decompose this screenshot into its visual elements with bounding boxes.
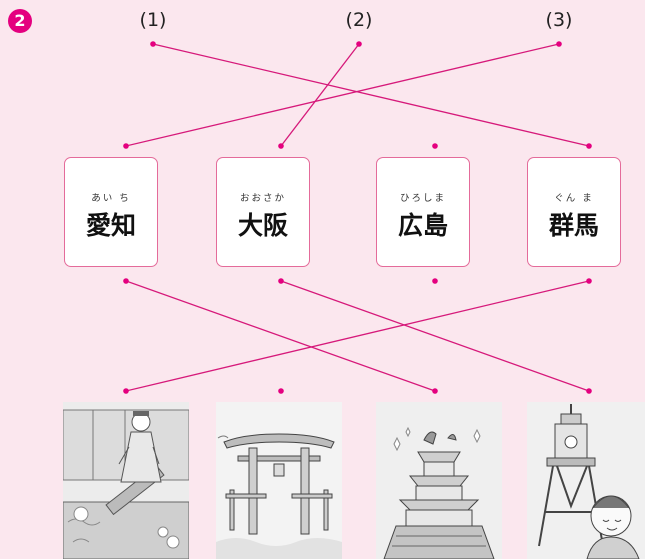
itsukushima-torii-icon <box>216 402 342 559</box>
dot-card-top-hiroshima <box>432 143 438 149</box>
furigana: ぐん ま <box>554 193 594 204</box>
line-gunma-to-paper <box>125 280 590 392</box>
line-2-to-osaka <box>280 43 360 147</box>
line-aichi-to-castle <box>125 280 436 392</box>
item-number-2: (2) <box>345 9 373 31</box>
dot-card-bottom-osaka <box>278 278 284 284</box>
prefecture-name: 愛知 <box>85 211 136 240</box>
prefecture-card-hiroshima[interactable]: ひろしま 広島 <box>376 157 470 267</box>
dot-pic-1 <box>123 388 129 394</box>
dot-top-2 <box>356 41 362 47</box>
dot-top-3 <box>556 41 562 47</box>
dot-card-bottom-hiroshima <box>432 278 438 284</box>
dot-card-top-aichi <box>123 143 129 149</box>
prefecture-card-aichi[interactable]: あい ち 愛知 <box>64 157 158 267</box>
line-1-to-gunma <box>152 43 590 147</box>
picture-itsukushima-torii[interactable] <box>216 402 342 559</box>
picture-osaka-castle[interactable] <box>376 402 502 559</box>
line-osaka-to-tower <box>280 280 590 392</box>
osaka-castle-icon <box>376 402 502 559</box>
dot-card-bottom-aichi <box>123 278 129 284</box>
question-number-badge: 2 <box>8 9 32 33</box>
dot-top-1 <box>150 41 156 47</box>
prefecture-card-gunma[interactable]: ぐん ま 群馬 <box>527 157 621 267</box>
dot-pic-4 <box>586 388 592 394</box>
prefecture-name: 群馬 <box>548 211 599 240</box>
dot-card-top-osaka <box>278 143 284 149</box>
furigana: おおさか <box>239 193 286 204</box>
dot-pic-3 <box>432 388 438 394</box>
item-number-3: (3) <box>545 9 573 31</box>
prefecture-name: 広島 <box>397 211 448 240</box>
item-number-1: (1) <box>139 9 167 31</box>
picture-washi-paper-making[interactable] <box>63 402 189 559</box>
picture-tsutenkaku-tower[interactable] <box>527 402 645 559</box>
dot-pic-2 <box>278 388 284 394</box>
dot-card-top-gunma <box>586 143 592 149</box>
furigana: ひろしま <box>399 193 446 204</box>
furigana: あい ち <box>91 193 131 204</box>
matching-lines <box>123 41 592 394</box>
washi-paper-making-icon <box>63 402 189 559</box>
prefecture-name: 大阪 <box>237 211 288 240</box>
line-3-to-aichi <box>125 43 560 147</box>
prefecture-card-osaka[interactable]: おおさか 大阪 <box>216 157 310 267</box>
tsutenkaku-tower-icon <box>527 402 645 559</box>
dot-card-bottom-gunma <box>586 278 592 284</box>
